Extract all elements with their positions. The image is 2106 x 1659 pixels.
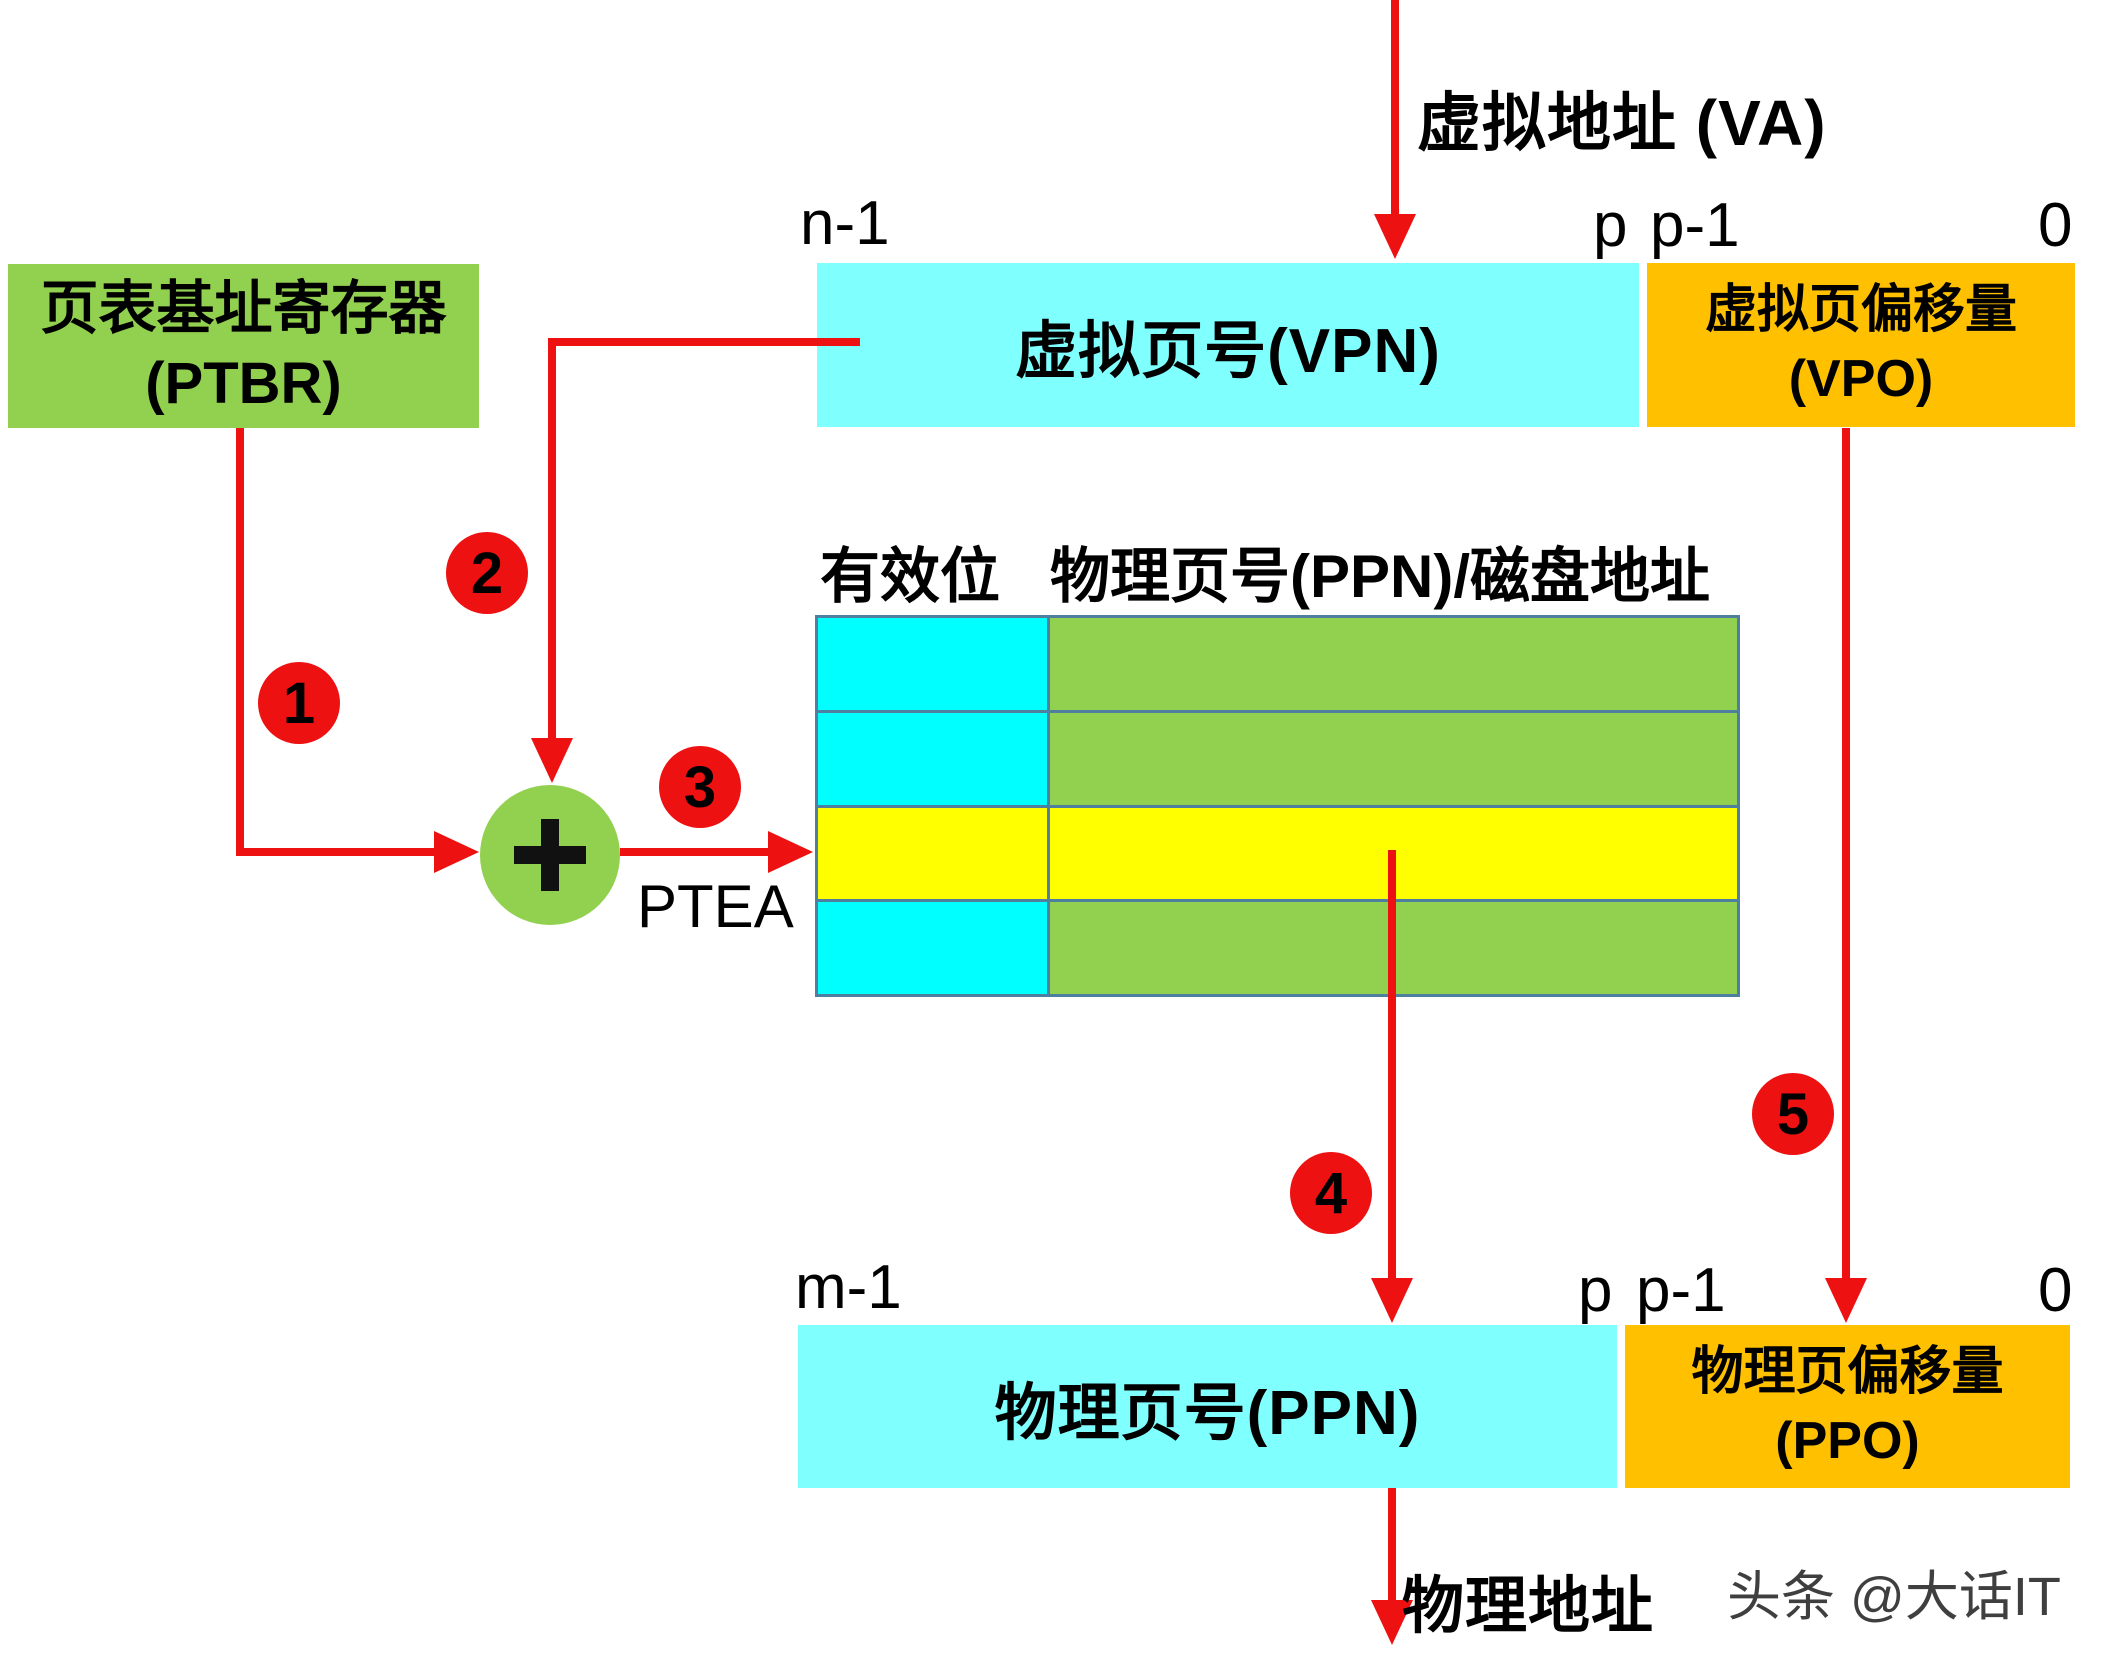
- page-table-row: [818, 807, 1737, 900]
- ptea-arrowhead-icon: [768, 831, 813, 873]
- ppo-box: 物理页偏移量 (PPO): [1625, 1325, 2070, 1488]
- ptbr-to-adder-horizontal-line: [236, 848, 436, 856]
- bit-0-bottom: 0: [2038, 1256, 2073, 1325]
- plus-icon: [541, 819, 559, 891]
- step-2-badge: 2: [446, 532, 528, 614]
- ppn-box: 物理页号(PPN): [798, 1325, 1617, 1488]
- ppn-disk-cell: [1050, 712, 1737, 805]
- bit-p-1-top: p-1: [1650, 191, 1740, 260]
- bit-p-1-bottom: p-1: [1636, 1256, 1726, 1325]
- vpo-to-ppo-arrowhead-icon: [1825, 1278, 1867, 1323]
- page-table-row: [818, 618, 1737, 710]
- ptbr-box: 页表基址寄存器 (PTBR): [8, 264, 479, 428]
- page-table-row: [818, 712, 1737, 805]
- vpn-to-adder-vertical-line: [548, 338, 556, 740]
- valid-bit-cell: [818, 712, 1047, 805]
- ptbr-to-adder-vertical-line: [236, 428, 244, 852]
- vpn-label: 虚拟页号(VPN): [1015, 317, 1441, 386]
- va-arrow-line: [1391, 0, 1399, 214]
- va-arrowhead-icon: [1374, 214, 1416, 259]
- adder-circle: [480, 785, 620, 925]
- valid-bit-header: 有效位: [820, 543, 1000, 610]
- step-4-badge: 4: [1290, 1152, 1372, 1234]
- vpn-to-adder-horizontal-line: [548, 338, 860, 346]
- vpo-label: 虚拟页偏移量 (VPO): [1704, 281, 2017, 408]
- ptea-label: PTEA: [637, 873, 794, 940]
- page-table-row: [818, 902, 1737, 994]
- vpo-to-ppo-arrow-line: [1842, 428, 1850, 1278]
- ptbr-to-adder-arrowhead-icon: [434, 831, 479, 873]
- ppn-label: 物理页号(PPN): [994, 1378, 1421, 1448]
- step-3-badge: 3: [659, 746, 741, 828]
- bit-0-top: 0: [2038, 191, 2073, 260]
- vpn-to-adder-arrowhead-icon: [531, 738, 573, 783]
- vpo-box: 虚拟页偏移量 (VPO): [1647, 263, 2075, 427]
- ptea-arrow-line: [620, 848, 770, 856]
- step-1-badge: 1: [258, 662, 340, 744]
- va-title: 虚拟地址 (VA): [1417, 87, 1827, 159]
- bit-p-top: p: [1593, 191, 1628, 260]
- pa-title: 物理地址: [1402, 1572, 1655, 1641]
- pte-to-ppn-arrow-line: [1388, 850, 1396, 1278]
- valid-bit-cell: [818, 618, 1047, 710]
- bit-n-1: n-1: [800, 189, 890, 258]
- ppn-disk-header: 物理页号(PPN)/磁盘地址: [1050, 543, 1710, 610]
- page-table: [815, 615, 1740, 997]
- valid-bit-cell: [818, 902, 1047, 994]
- pa-arrow-line: [1388, 1488, 1396, 1600]
- pa-arrowhead-icon: [1371, 1600, 1413, 1645]
- watermark: 头条 @大话IT: [1727, 1567, 2061, 1627]
- ptbr-label: 页表基址寄存器 (PTBR): [40, 275, 447, 416]
- pte-to-ppn-arrowhead-icon: [1371, 1278, 1413, 1323]
- ppo-label: 物理页偏移量 (PPO): [1691, 1342, 2004, 1470]
- bit-m-1: m-1: [795, 1253, 902, 1322]
- ppn-disk-cell: [1050, 618, 1737, 710]
- step-5-badge: 5: [1752, 1073, 1834, 1155]
- valid-bit-cell: [818, 807, 1047, 900]
- vpn-box: 虚拟页号(VPN): [817, 263, 1639, 427]
- bit-p-bottom: p: [1578, 1256, 1613, 1325]
